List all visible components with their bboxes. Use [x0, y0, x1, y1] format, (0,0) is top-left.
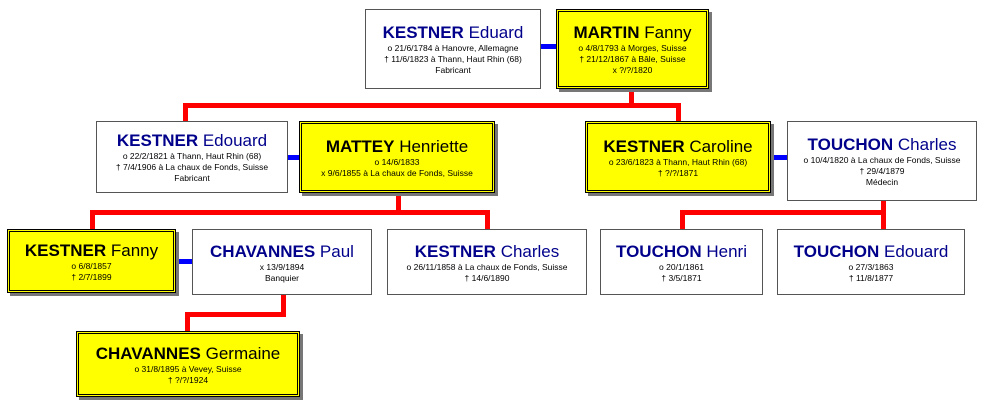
descent-link-gen3-bar: [185, 312, 286, 317]
person-name: MARTIN Fanny: [573, 23, 692, 42]
descent-link-to-edouard: [183, 103, 188, 122]
descent-link-gen2a-stem: [396, 192, 401, 212]
descent-link-to-edouard-t: [881, 210, 886, 230]
person-card-charles-touchon[interactable]: TOUCHON Charles o 10/4/1820 à La chaux d…: [787, 121, 977, 201]
person-name: TOUCHON Edouard: [793, 241, 949, 261]
occupation-detail: Fabricant: [435, 65, 471, 75]
person-name: KESTNER Fanny: [24, 240, 159, 260]
descent-link-gen2b-bar: [680, 210, 886, 215]
descent-link-to-germaine: [185, 312, 190, 332]
person-card-edouard-touchon[interactable]: TOUCHON Edouard o 27/3/1863 † 11/8/1877: [777, 229, 965, 295]
person-name: KESTNER Edouard: [116, 131, 268, 150]
person-name: KESTNER Charles: [414, 241, 560, 261]
marriage-detail: x 9/6/1855 à La chaux de Fonds, Suisse: [321, 167, 473, 178]
person-name: CHAVANNES Paul: [210, 241, 354, 261]
descent-link-to-caroline: [676, 103, 681, 122]
descent-link-to-fanny-k: [90, 210, 95, 230]
birth-detail: o 22/2/1821 à Thann, Haut Rhin (68): [122, 151, 262, 161]
occupation-detail: Fabricant: [174, 173, 210, 183]
descent-link-gen1-bar: [183, 103, 681, 108]
person-card-caroline-kestner[interactable]: KESTNER Caroline o 23/6/1823 à Thann, Ha…: [585, 121, 771, 193]
birth-detail: o 21/6/1784 à Hanovre, Allemagne: [387, 43, 519, 53]
birth-detail: o 6/8/1857: [71, 260, 112, 271]
death-detail: † 21/12/1867 à Bâle, Suisse: [579, 54, 686, 64]
birth-detail: o 4/8/1793 à Morges, Suisse: [578, 43, 687, 53]
person-card-paul-chavannes[interactable]: CHAVANNES Paul x 13/9/1894 Banquier: [192, 229, 372, 295]
birth-detail: o 20/1/1861: [659, 261, 704, 272]
spouse-link-caroline-charles: [771, 155, 788, 160]
spouse-link-fanny-paul: [175, 259, 193, 264]
death-detail: † ?/?/1871: [657, 167, 699, 178]
descent-link-to-charles-k: [485, 210, 490, 230]
descent-link-gen2b-stem: [881, 200, 886, 214]
person-name: MATTEY Henriette: [325, 136, 469, 156]
marriage-detail: x ?/?/1820: [612, 65, 653, 75]
death-detail: † 14/6/1890: [464, 272, 510, 283]
descent-link-gen1-stem: [629, 90, 634, 105]
death-detail: † 11/6/1823 à Thann, Haut Rhin (68): [384, 54, 522, 64]
birth-detail: o 23/6/1823 à Thann, Haut Rhin (68): [608, 156, 748, 167]
person-card-charles-kestner[interactable]: KESTNER Charles o 26/11/1858 à La chaux …: [387, 229, 587, 295]
marriage-detail: x 13/9/1894: [259, 261, 305, 272]
person-card-eduard-kestner[interactable]: KESTNER Eduard o 21/6/1784 à Hanovre, Al…: [365, 9, 541, 89]
descent-link-to-henri: [680, 210, 685, 230]
death-detail: † 7/4/1906 à La chaux de Fonds, Suisse: [115, 162, 269, 172]
person-name: TOUCHON Henri: [616, 241, 747, 261]
person-card-henri-touchon[interactable]: TOUCHON Henri o 20/1/1861 † 3/5/1871: [600, 229, 763, 295]
person-name: KESTNER Caroline: [603, 136, 753, 156]
spouse-link-eduard-fanny: [540, 44, 557, 49]
person-card-fanny-kestner[interactable]: KESTNER Fanny o 6/8/1857 † 2/7/1899: [7, 229, 176, 293]
birth-detail: o 26/11/1858 à La chaux de Fonds, Suisse: [406, 261, 568, 272]
person-card-fanny-martin[interactable]: MARTIN Fanny o 4/8/1793 à Morges, Suisse…: [556, 9, 709, 89]
descent-link-gen2a-bar: [90, 210, 490, 215]
person-name: CHAVANNES Germaine: [95, 343, 281, 363]
birth-detail: o 10/4/1820 à La chaux de Fonds, Suisse: [803, 155, 961, 165]
occupation-detail: Médecin: [865, 177, 899, 187]
death-detail: † ?/?/1924: [167, 374, 209, 385]
birth-detail: o 27/3/1863: [848, 261, 894, 272]
descent-link-gen3-stem: [281, 294, 286, 314]
person-card-germaine-chavannes[interactable]: CHAVANNES Germaine o 31/8/1895 à Vevey, …: [76, 331, 300, 397]
death-detail: † 3/5/1871: [661, 272, 702, 283]
person-card-edouard-kestner[interactable]: KESTNER Edouard o 22/2/1821 à Thann, Hau…: [96, 121, 288, 193]
death-detail: † 2/7/1899: [71, 271, 112, 282]
person-name: KESTNER Eduard: [382, 23, 524, 42]
birth-detail: o 31/8/1895 à Vevey, Suisse: [134, 363, 242, 374]
occupation-detail: Banquier: [264, 272, 300, 283]
death-detail: † 29/4/1879: [859, 166, 905, 176]
birth-detail: o 14/6/1833: [374, 156, 420, 167]
person-name: TOUCHON Charles: [807, 135, 957, 154]
spouse-link-edouard-henriette: [287, 155, 300, 160]
death-detail: † 11/8/1877: [848, 272, 894, 283]
person-card-henriette-mattey[interactable]: MATTEY Henriette o 14/6/1833 x 9/6/1855 …: [299, 121, 495, 193]
